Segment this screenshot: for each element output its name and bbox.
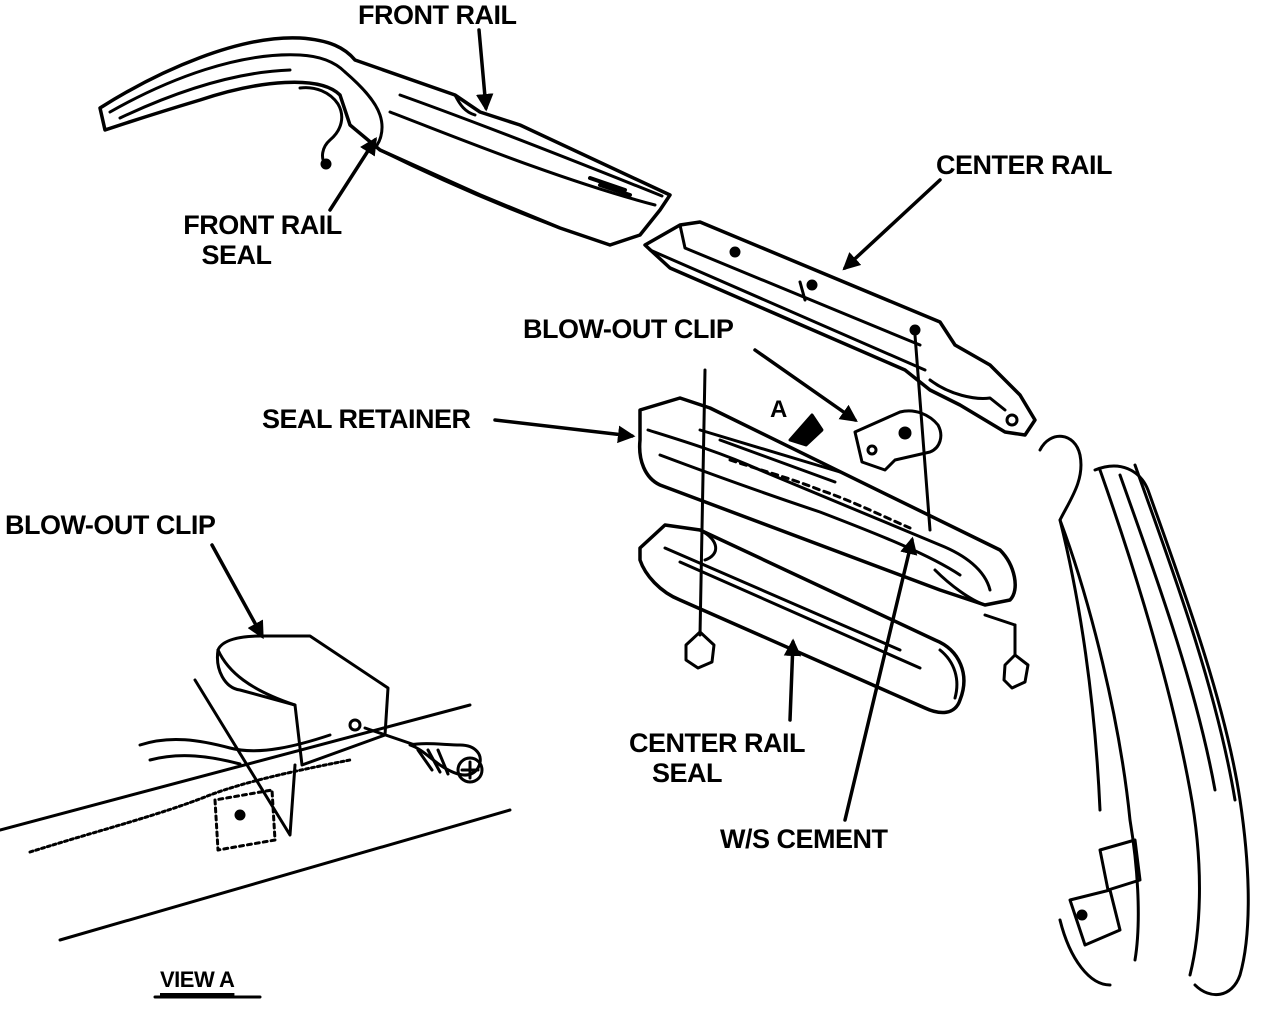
label-front-rail-seal-line1: FRONT RAIL: [183, 210, 342, 240]
label-blow-out-clip-view: BLOW-OUT CLIP: [5, 510, 216, 540]
center-rail-part: [643, 220, 1037, 437]
label-ws-cement: W/S CEMENT: [720, 824, 888, 854]
view-arrow-a: [788, 413, 824, 447]
blow-out-clip-part: [853, 409, 943, 472]
bolt-right: [913, 333, 1030, 690]
bolt-left: [684, 368, 716, 670]
label-view-marker: A: [770, 396, 787, 423]
label-front-rail-seal: FRONT RAIL SEAL: [175, 210, 350, 270]
label-view-a: VIEW A: [160, 967, 235, 992]
leader-lines: [153, 28, 942, 999]
label-front-rail-seal-line2: SEAL: [201, 240, 272, 270]
view-a-detail: [0, 634, 512, 942]
label-center-rail: CENTER RAIL: [936, 150, 1113, 180]
label-front-rail: FRONT RAIL: [358, 0, 517, 30]
windshield-pillar-part: [1038, 434, 1250, 997]
front-rail-part: [98, 36, 672, 247]
label-center-rail-seal: CENTER RAIL SEAL: [622, 728, 812, 788]
seal-retainer-part: [637, 396, 1017, 607]
label-center-rail-seal-line2: SEAL: [651, 758, 723, 788]
label-blow-out-clip: BLOW-OUT CLIP: [523, 314, 734, 344]
label-seal-retainer: SEAL RETAINER: [262, 404, 471, 434]
label-center-rail-seal-line1: CENTER RAIL: [629, 728, 806, 758]
center-rail-seal-part: [638, 523, 966, 715]
